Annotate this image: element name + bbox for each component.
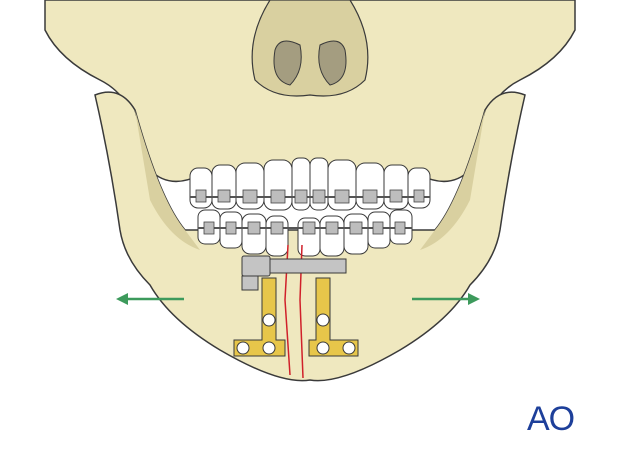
nasal-openings [273,40,347,86]
arrow-left-icon [116,293,184,305]
nasal-cavity [251,0,369,97]
fixation-plates [233,277,359,357]
orthodontic-brackets [190,189,430,235]
distraction-device[interactable] [241,255,347,291]
arrow-right-icon [412,293,480,305]
ao-logo: AO [527,400,574,438]
